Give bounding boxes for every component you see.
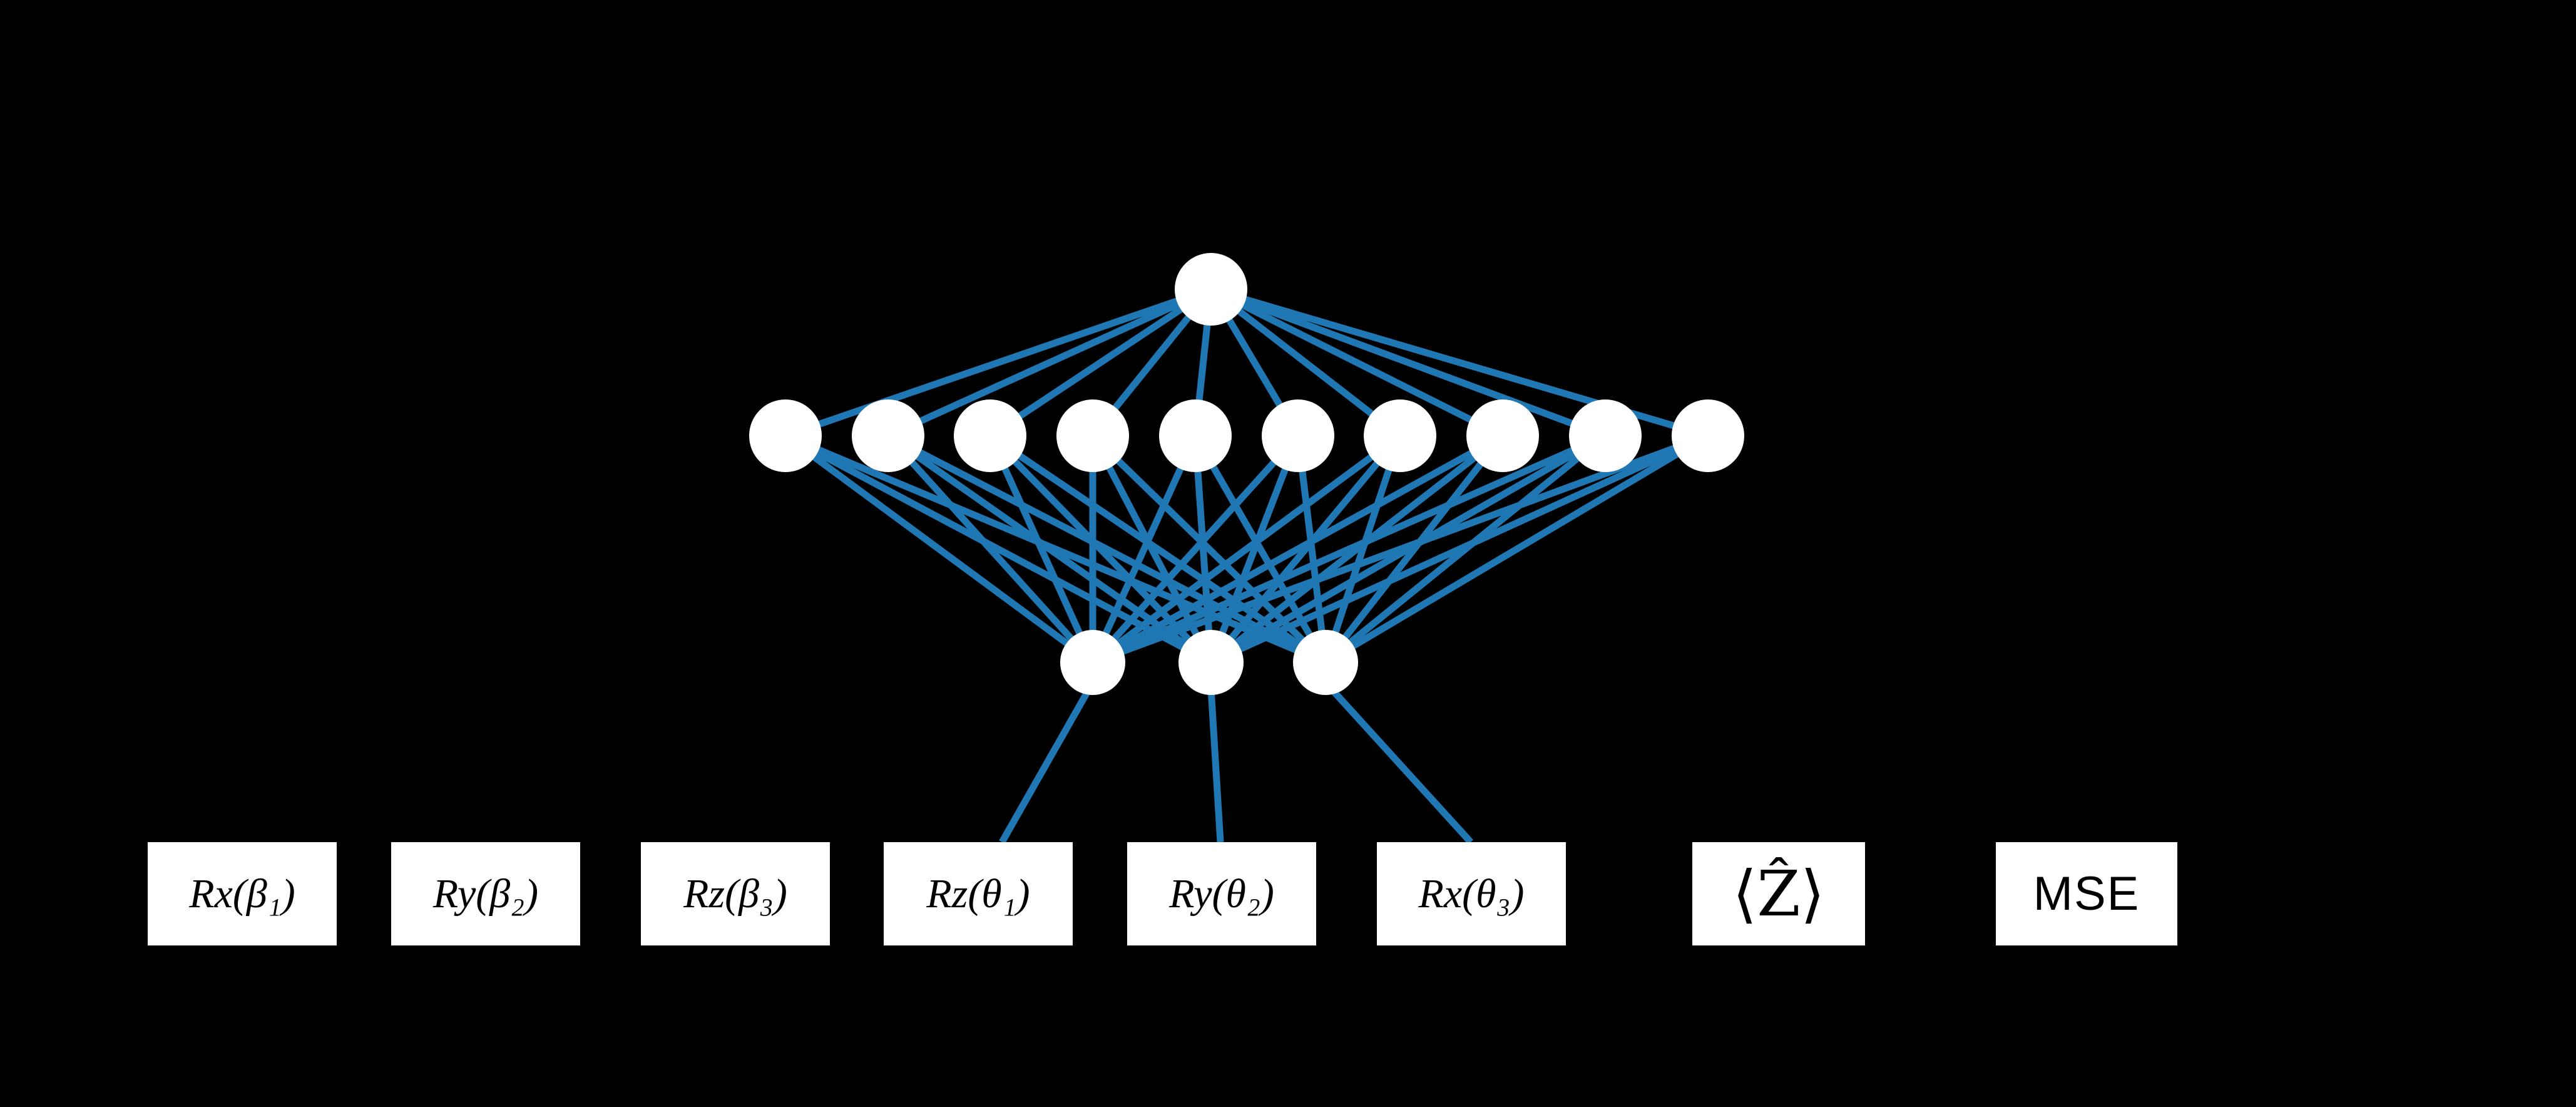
hidden-node: [1056, 399, 1129, 472]
edge-line: [1208, 433, 1403, 665]
box-ry-beta2: Ry(β₂): [391, 842, 580, 945]
edge-line: [1091, 432, 1709, 666]
box-rx-theta3-label: Rx(θ₃): [1418, 870, 1525, 917]
hidden-node: [1262, 399, 1334, 472]
hidden-node: [852, 399, 924, 472]
box-expectation-z: ⟨Ẑ⟩: [1692, 842, 1865, 945]
edge-line: [1090, 433, 1403, 666]
box-ry-beta2-label: Ry(β₂): [432, 870, 539, 917]
output-node: [1178, 630, 1244, 695]
hidden-node: [1159, 399, 1232, 472]
box-rx-theta3: Rx(θ₃): [1377, 842, 1566, 945]
hidden-node: [1364, 399, 1436, 472]
edge-line: [886, 433, 1327, 666]
box-mse-label: MSE: [2033, 867, 2140, 920]
hidden-node: [1466, 399, 1539, 472]
edge-line: [1192, 435, 1215, 663]
input-node: [1175, 253, 1247, 326]
output-node: [1293, 630, 1358, 695]
hidden-node: [954, 399, 1026, 472]
box-rz-theta1: Rz(θ₁): [884, 842, 1073, 945]
box-ry-theta2: Ry(θ₂): [1127, 842, 1316, 945]
box-rz-theta1-label: Rz(θ₁): [926, 870, 1030, 917]
box-ry-theta2-label: Ry(θ₂): [1169, 870, 1274, 917]
box-rx-beta1-label: Rx(β₁): [189, 870, 295, 917]
edge-line: [1207, 435, 1302, 664]
box-mse: MSE: [1996, 842, 2177, 945]
output-node: [1060, 630, 1125, 695]
edge-line: [783, 433, 1095, 666]
edge-line: [886, 286, 1213, 440]
box-expectation-z-label: ⟨Ẑ⟩: [1732, 857, 1825, 930]
box-rx-beta1: Rx(β₁): [148, 842, 337, 945]
edge-line: [784, 286, 1212, 440]
edge-line: [1207, 688, 1224, 843]
edge-line: [1209, 286, 1505, 439]
edge-line: [1091, 433, 1505, 666]
edge-line: [1294, 435, 1329, 663]
edge-line: [1091, 432, 1607, 666]
edge-line: [1192, 434, 1329, 664]
edge-line: [1089, 434, 1199, 664]
edge-line: [1324, 433, 1710, 666]
box-rz-beta3-label: Rz(β₃): [683, 870, 787, 917]
hidden-node: [749, 399, 822, 472]
edge-line: [986, 434, 1096, 664]
edge-line: [1322, 435, 1404, 664]
edge-line: [988, 286, 1214, 439]
edge-line: [1210, 286, 1607, 440]
edge-line: [1322, 680, 1474, 845]
edge-line: [988, 433, 1328, 666]
edge-line: [1209, 286, 1403, 439]
edge-line: [1209, 432, 1710, 666]
edge-line: [885, 433, 1096, 665]
box-rz-beta3: Rz(β₃): [641, 842, 830, 945]
hidden-node: [1672, 399, 1744, 472]
hidden-node: [1569, 399, 1642, 472]
edge-line: [1090, 433, 1301, 665]
edge-line: [999, 681, 1096, 844]
